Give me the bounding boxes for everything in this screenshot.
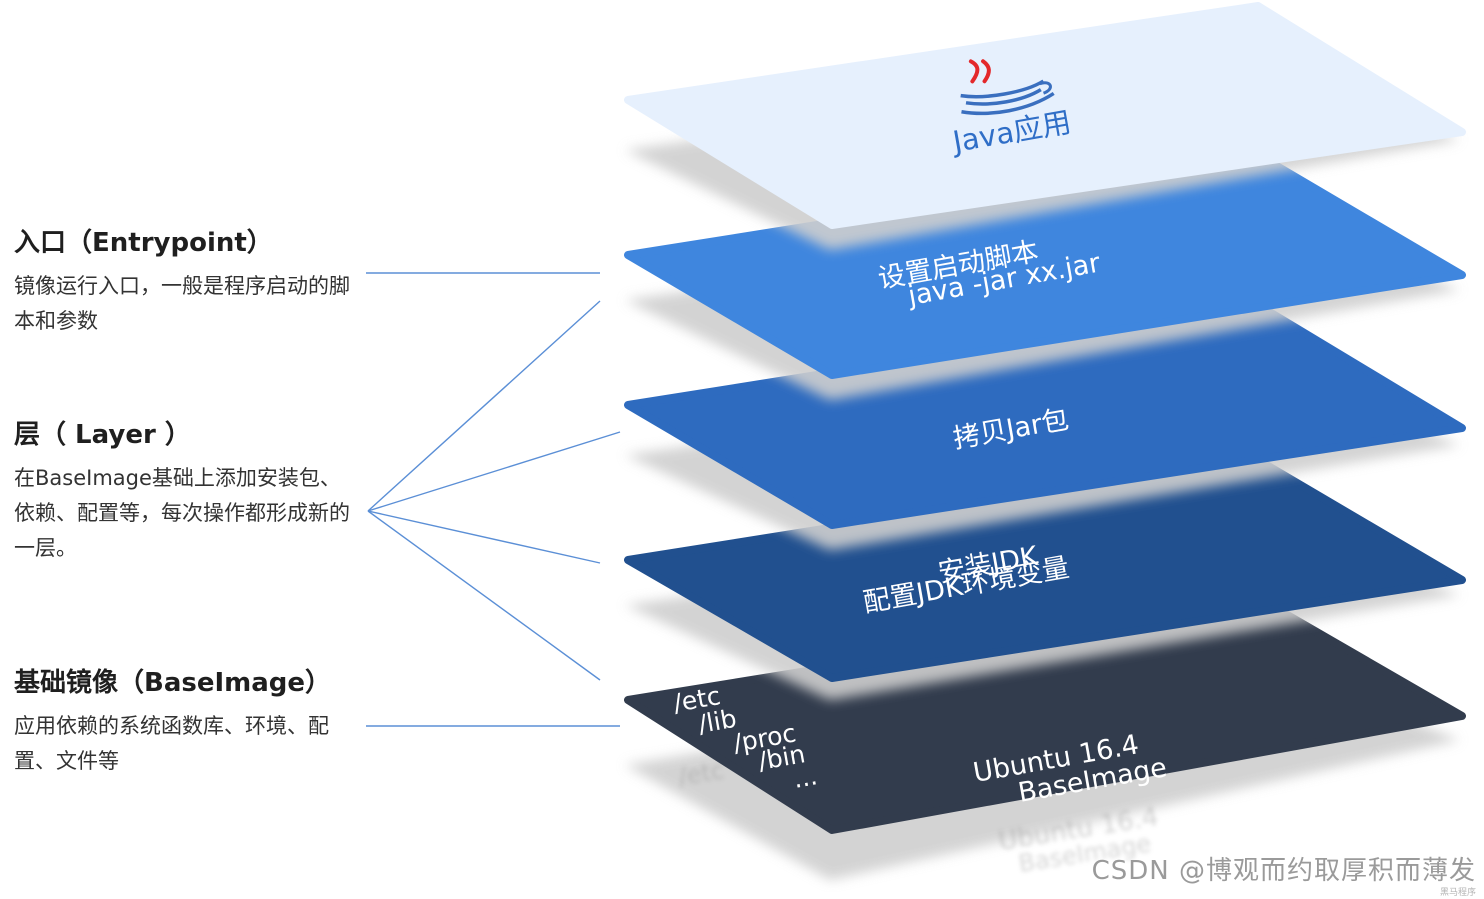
layer-connector-3 xyxy=(367,510,601,564)
watermark: CSDN @博观而约取厚积而薄发 xyxy=(1091,856,1476,886)
base-image-layer: Ubuntu 16.4 BaseImage /etc /etc /lib /pr… xyxy=(624,594,1466,880)
path-more: ... xyxy=(791,761,820,794)
entrypoint-desc: 镜像运行入口，一般是程序启动的脚本和参数 xyxy=(14,274,350,333)
app-card xyxy=(624,2,1466,229)
layer-connector-1 xyxy=(367,300,601,512)
baseimage-label: 基础镜像（BaseImage） 应用依赖的系统函数库、环境、配置、文件等 xyxy=(14,662,359,779)
java-cup-icon xyxy=(960,59,1055,116)
layer-connector-4 xyxy=(367,510,601,681)
script-layer: 设置启动脚本 java -jar xx.jar xyxy=(624,151,1466,400)
entrypoint-label: 入口（Entrypoint） 镜像运行入口，一般是程序启动的脚本和参数 xyxy=(14,222,359,339)
entrypoint-title: 入口（Entrypoint） xyxy=(14,228,273,258)
watermark-sub: 黑马程序 xyxy=(1439,888,1476,898)
baseimage-desc: 应用依赖的系统函数库、环境、配置、文件等 xyxy=(14,714,329,773)
baseimage-title: 基础镜像（BaseImage） xyxy=(14,668,332,698)
path-lib: /lib xyxy=(696,704,739,739)
layer-desc: 在BaseImage基础上添加安装包、依赖、配置等，每次操作都形成新的一层。 xyxy=(14,466,350,560)
layer-label: 层（ Layer ） 在BaseImage基础上添加安装包、依赖、配置等，每次操… xyxy=(14,414,359,566)
copy-jar-layer: 拷贝Jar包 xyxy=(624,301,1466,550)
java-app-layer: Java应用 xyxy=(624,2,1466,250)
layer-connector-2 xyxy=(367,431,621,512)
layer-title: 层（ Layer ） xyxy=(14,420,191,450)
